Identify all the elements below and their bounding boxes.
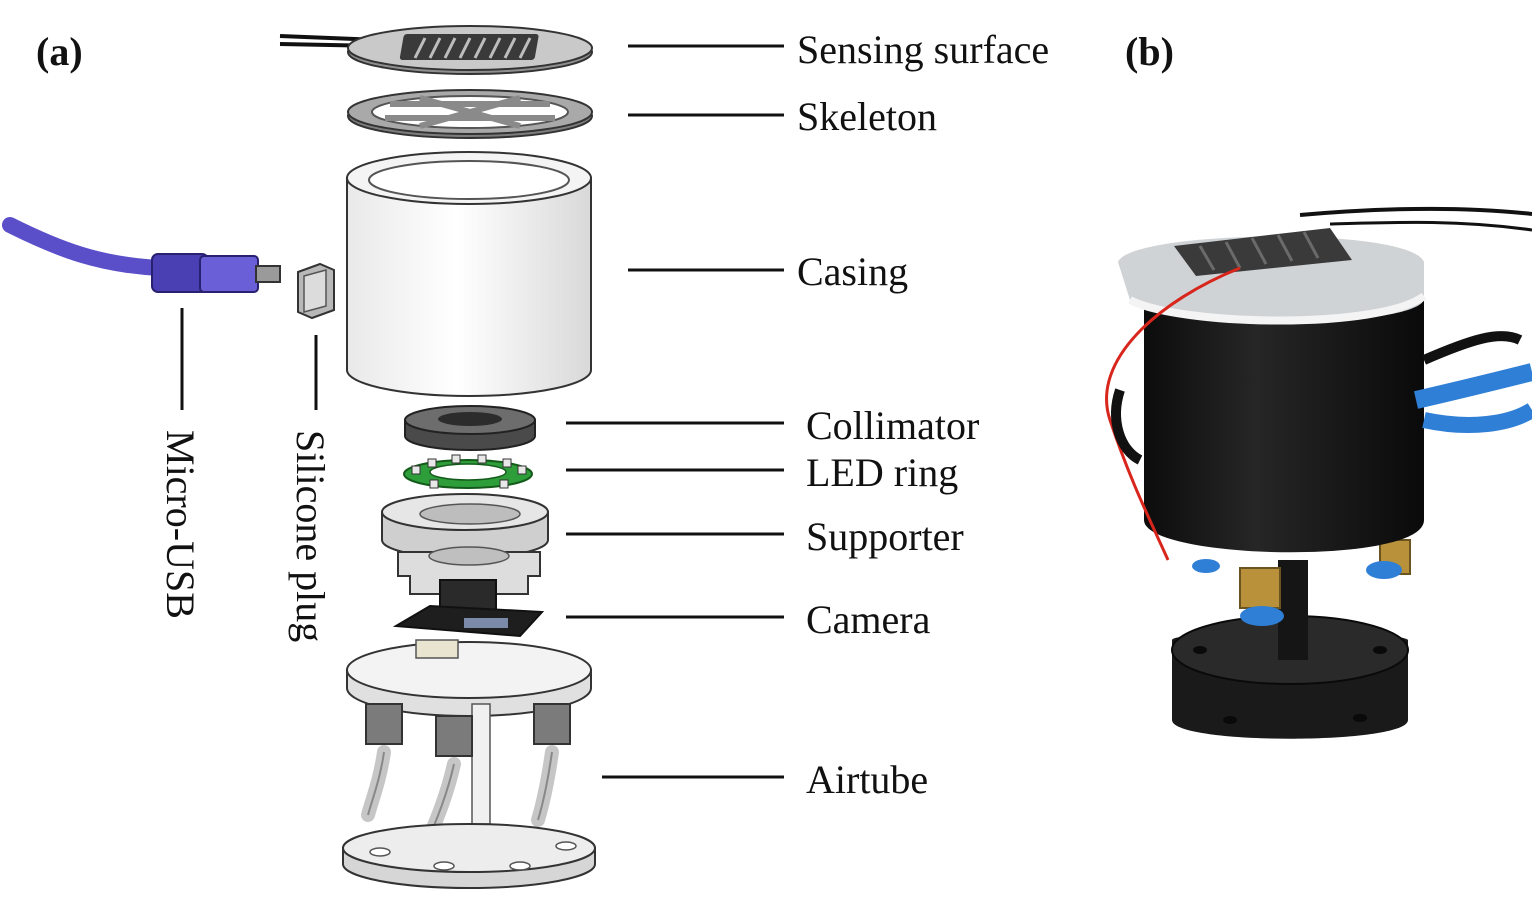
label-supporter: Supporter <box>806 514 964 559</box>
skeleton-part <box>347 89 593 139</box>
micro-usb-part <box>2 217 281 293</box>
label-casing: Casing <box>797 249 909 294</box>
label-silicone-plug: Silicone plug <box>288 430 333 643</box>
label-micro-usb: Micro-USB <box>158 430 203 619</box>
camera-part <box>392 579 545 638</box>
panel-label-b: (b) <box>1125 29 1174 74</box>
sensor-photo <box>1105 206 1532 739</box>
label-skeleton: Skeleton <box>797 94 937 139</box>
panel-label-a: (a) <box>36 29 83 74</box>
base-part <box>342 639 596 889</box>
label-sensing-surface: Sensing surface <box>797 27 1050 72</box>
sensing-surface-part <box>279 25 593 75</box>
silicone-plug-part <box>297 262 335 320</box>
casing-part <box>346 151 592 397</box>
label-airtube: Airtube <box>806 757 929 802</box>
label-collimator: Collimator <box>806 403 980 448</box>
callout-leaders <box>566 44 784 779</box>
label-camera: Camera <box>806 597 931 642</box>
led-ring-part <box>403 454 533 489</box>
supporter-part <box>381 493 549 595</box>
label-led-ring: LED ring <box>806 450 959 495</box>
collimator-part <box>404 405 536 451</box>
